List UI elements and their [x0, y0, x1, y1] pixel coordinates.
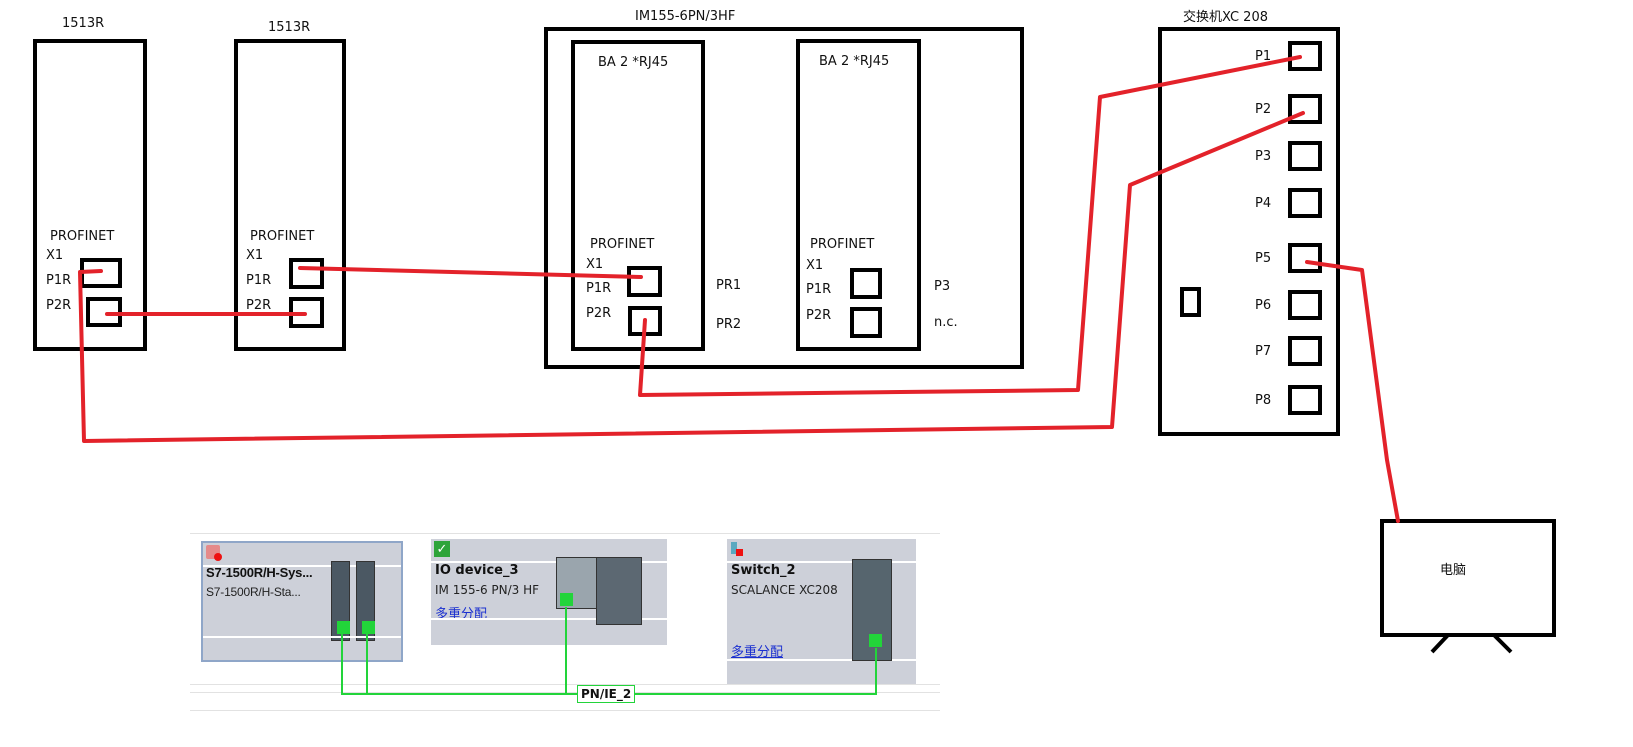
ba2-profinet-label: PROFINET	[810, 237, 874, 252]
ba1-p2r-label: P2R	[586, 306, 611, 321]
cpu2-title: 1513R	[268, 20, 310, 35]
switch-port-p6	[1288, 290, 1322, 320]
ba2-frame	[796, 39, 921, 351]
cpu2-p2r-label: P2R	[246, 298, 271, 313]
card-header: ✓	[431, 539, 667, 563]
ba1-p1r-port	[627, 266, 662, 297]
switch-port-label: P1	[1255, 49, 1271, 64]
pc-monitor	[1380, 519, 1556, 637]
switch-port-label: P7	[1255, 344, 1271, 359]
switch-port-label: P3	[1255, 149, 1271, 164]
multi-assignment-link[interactable]: 多重分配	[435, 606, 488, 621]
cables	[78, 55, 1400, 523]
switch-port-p7	[1288, 336, 1322, 366]
im155: IM155-6PN/3HF BA 2 *RJ45 PROFINET X1 P1R…	[544, 9, 1024, 369]
card-divider	[203, 636, 401, 638]
ba1-pr2-label: PR2	[716, 317, 741, 332]
grid-line	[190, 710, 940, 711]
ba2-p1r-port	[850, 268, 882, 299]
cpu2-profinet-label: PROFINET	[250, 229, 314, 244]
switch-port-p5	[1288, 243, 1322, 273]
switch-port-label: P4	[1255, 196, 1271, 211]
cable-switch-p5-to-pc	[1305, 260, 1400, 523]
device-type: SCALANCE XC208	[731, 583, 838, 597]
error-icon	[206, 545, 222, 561]
ba2-title: BA 2 *RJ45	[819, 54, 889, 69]
device-card-switch-2[interactable]: Switch_2 SCALANCE XC208 多重分配	[727, 539, 916, 684]
grid-line	[190, 533, 940, 534]
switch-frame	[1158, 27, 1340, 436]
cpu1-p1r-label: P1R	[46, 273, 71, 288]
port-switch[interactable]	[869, 634, 882, 647]
check-icon: ✓	[434, 541, 450, 557]
cable-cpu1-p1r-to-switch-p2	[78, 111, 1305, 443]
switch-port-p2	[1288, 94, 1322, 124]
switch-port-p4	[1288, 188, 1322, 218]
device-name: S7-1500R/H-Sys...	[206, 565, 313, 580]
cpu2-x1-label: X1	[246, 248, 263, 263]
ba1-profinet-label: PROFINET	[590, 237, 654, 252]
switch-port-p8	[1288, 385, 1322, 415]
card-divider	[431, 618, 667, 620]
switch-port-label: P2	[1255, 102, 1271, 117]
pc-label: 电脑	[1440, 563, 1466, 578]
switch-port-label: P5	[1255, 251, 1271, 266]
cpu2-frame	[234, 39, 346, 351]
cpu1-title: 1513R	[62, 16, 104, 31]
device-card-s7-1500rh[interactable]: S7-1500R/H-Sys... S7-1500R/H-Sta...	[201, 541, 403, 662]
port-cpu1[interactable]	[337, 621, 350, 634]
im-frame	[544, 27, 1024, 369]
device-type: S7-1500R/H-Sta...	[206, 585, 301, 599]
cpu2: 1513R PROFINET X1 P1R P2R	[234, 20, 346, 351]
ba2-x1-label: X1	[806, 258, 823, 273]
not-reachable-icon	[731, 542, 743, 556]
cable-ba1-p2r-to-switch-p1	[638, 55, 1302, 397]
ba1-p1r-label: P1R	[586, 281, 611, 296]
multi-assignment-link[interactable]: 多重分配	[731, 644, 784, 659]
pc: 电脑	[1380, 519, 1556, 654]
device-card-io-device-3[interactable]: ✓ IO device_3 IM 155-6 PN/3 HF 多重分配	[431, 539, 667, 645]
switch-port-label: P6	[1255, 298, 1271, 313]
card-header	[203, 543, 401, 567]
ba1-frame	[571, 40, 705, 351]
cable-cpu2-p1r-to-ba1-p1r	[298, 266, 643, 279]
ba2-p2r-port	[850, 307, 882, 338]
cpu1-profinet-label: PROFINET	[50, 229, 114, 244]
device-type: IM 155-6 PN/3 HF	[435, 583, 540, 597]
pc-leg-right	[1492, 633, 1513, 654]
card-header	[727, 539, 916, 563]
ba2-p2r-label: P2R	[806, 308, 831, 323]
im-title: IM155-6PN/3HF	[635, 9, 735, 24]
ba2-p1r-label: P1R	[806, 282, 831, 297]
switch-console-port	[1180, 287, 1201, 317]
ba2-nc-label: n.c.	[934, 315, 958, 330]
switch-port-p1	[1288, 41, 1322, 71]
device-name: Switch_2	[731, 563, 796, 578]
card-divider	[727, 659, 916, 661]
ba2-p3-label: P3	[934, 279, 950, 294]
switch-port-label: P8	[1255, 393, 1271, 408]
ba1-title: BA 2 *RJ45	[598, 55, 668, 70]
device-name: IO device_3	[435, 563, 519, 578]
port-io-device[interactable]	[560, 593, 573, 606]
cpu1-p2r-label: P2R	[46, 298, 71, 313]
ba1-x1-label: X1	[586, 257, 603, 272]
port-cpu2[interactable]	[362, 621, 375, 634]
cpu1: 1513R PROFINET X1 P1R P2R	[33, 16, 147, 351]
cpu1-frame	[33, 39, 147, 351]
pc-leg-left	[1430, 633, 1450, 654]
switch-title: 交换机XC 208	[1183, 9, 1268, 25]
subnet-label[interactable]: PN/IE_2	[577, 685, 636, 703]
ba1-pr1-label: PR1	[716, 278, 741, 293]
cpu2-p1r-port	[289, 258, 324, 289]
switch-port-p3	[1288, 141, 1322, 171]
io-modules	[596, 557, 642, 625]
cpu1-x1-label: X1	[46, 248, 63, 263]
cpu2-p1r-label: P1R	[246, 273, 271, 288]
